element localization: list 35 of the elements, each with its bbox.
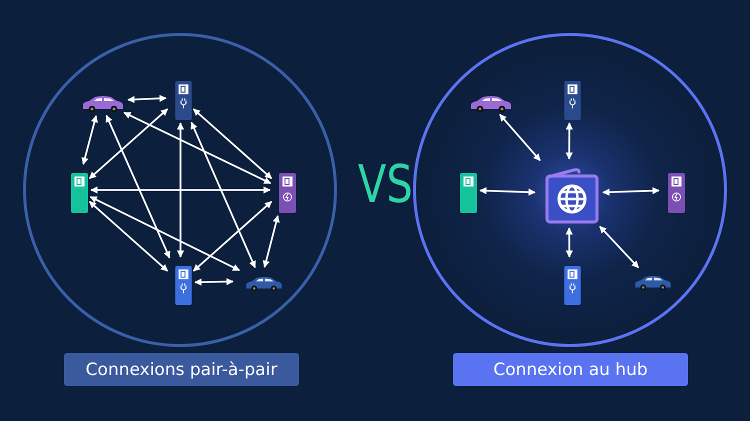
double-arrow: [602, 187, 660, 196]
double-arrow: [88, 200, 168, 272]
double-arrow: [81, 115, 98, 165]
double-arrow: [90, 196, 240, 272]
charging-station-icon: [564, 81, 581, 120]
double-arrow: [566, 122, 573, 160]
car-icon: [81, 95, 125, 113]
globe-hub-icon: [544, 168, 600, 225]
double-arrow: [127, 94, 167, 104]
caption-banner: Connexions pair-à-pair: [64, 353, 299, 386]
caption-banner: Connexion au hub: [453, 353, 688, 386]
charging-station-icon: [564, 266, 581, 305]
double-arrow: [176, 122, 184, 258]
double-arrow: [90, 186, 271, 194]
car-icon: [469, 95, 513, 113]
double-arrow: [192, 108, 272, 180]
double-arrow: [192, 200, 272, 272]
charging-station-icon: [175, 266, 192, 305]
double-arrow: [106, 114, 170, 258]
double-arrow: [599, 226, 640, 268]
network-circle: [23, 33, 337, 347]
charging-station-icon: [71, 173, 88, 213]
double-arrow: [194, 278, 234, 286]
charging-station-icon: [279, 173, 296, 213]
double-arrow: [123, 112, 272, 184]
double-arrow: [499, 114, 541, 162]
double-arrow: [479, 187, 536, 196]
charging-station-icon: [460, 173, 477, 213]
double-arrow: [190, 122, 256, 268]
double-arrow: [88, 108, 168, 180]
charging-station-icon: [668, 173, 685, 213]
double-arrow: [566, 227, 573, 258]
vs-label: VS: [358, 155, 413, 215]
double-arrow: [262, 215, 280, 268]
charging-station-icon: [175, 81, 192, 120]
